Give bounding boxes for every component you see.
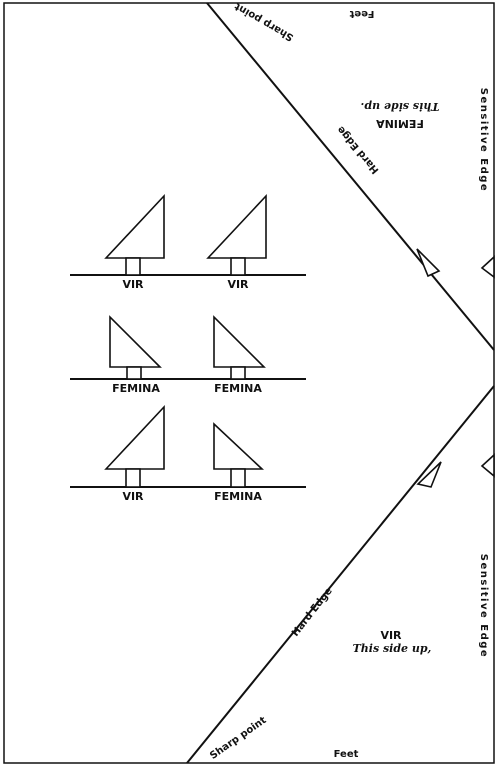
piece-femina-3: FEMINA <box>213 422 265 503</box>
piece-label: VIR <box>122 490 144 503</box>
piece-vir-1: VIR <box>104 193 165 291</box>
piece-label: FEMINA <box>112 382 160 395</box>
this-side-up-lower-label: This side up, <box>353 642 432 655</box>
piece-vir-2: VIR <box>206 193 267 291</box>
piece-femina-1: FEMINA <box>109 315 162 395</box>
hard-edge-lower-label: Hard Edge <box>290 586 335 639</box>
feet-bottom-label: Feet <box>334 749 359 760</box>
piece-label: VIR <box>227 278 249 291</box>
this-side-up-upside-label: This side up. <box>360 100 439 113</box>
upper-hard-edge-notch <box>416 248 441 278</box>
upper-hard-edge-line <box>206 2 495 351</box>
piece-vir-3: VIR <box>104 404 165 503</box>
upper-sensitive-edge-notch <box>480 255 495 279</box>
feet-top-label: Feet <box>349 8 374 19</box>
piece-label: VIR <box>122 278 144 291</box>
outer-frame <box>3 2 495 764</box>
lower-hard-edge-line <box>186 385 495 764</box>
sharp-point-top-label: Sharp point <box>233 0 296 43</box>
sensitive-edge-lower-label: Sensitive Edge <box>478 554 489 658</box>
piece-label: FEMINA <box>214 490 262 503</box>
vir-lower-label: VIR <box>380 629 402 642</box>
lower-hard-edge-notch <box>416 461 442 488</box>
piece-label: FEMINA <box>214 382 262 395</box>
sensitive-edge-upper-label: Sensitive Edge <box>478 88 489 192</box>
piece-femina-2: FEMINA <box>213 315 266 395</box>
lower-sensitive-edge-notch <box>480 453 495 478</box>
femina-upside-label: FEMINA <box>376 117 424 130</box>
sharp-point-bottom-label: Sharp point <box>208 715 269 762</box>
